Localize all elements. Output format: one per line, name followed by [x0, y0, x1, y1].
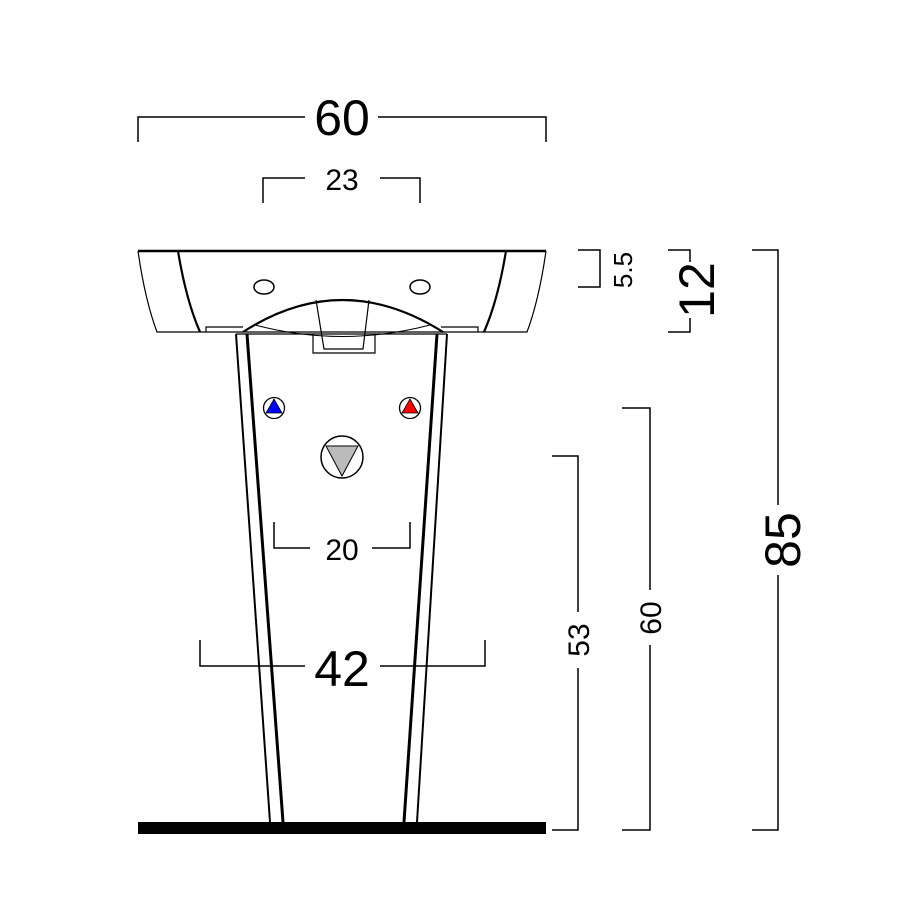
label-rim-height: 5.5	[608, 252, 638, 288]
dimension-lines	[137, 116, 779, 831]
label-overall-width: 60	[314, 90, 370, 146]
label-drain-height: 53	[563, 623, 596, 656]
tap-hole-left	[253, 279, 275, 295]
label-tap-spacing: 23	[325, 164, 358, 197]
dim-line-overall-width	[137, 116, 547, 142]
dim-line-basin-height	[668, 249, 691, 333]
basin	[137, 249, 547, 354]
dim-line-tap-spacing	[262, 177, 421, 203]
dim-line-rim-height	[578, 249, 601, 288]
pedestal	[235, 333, 448, 823]
dim-line-supply-height	[622, 407, 651, 831]
dim-line-drain-height	[552, 455, 579, 831]
tap-hole-right	[409, 279, 431, 295]
label-supply-height: 60	[635, 601, 668, 634]
label-total-height: 85	[755, 512, 811, 568]
dim-line-total-height	[752, 249, 779, 831]
floor-line	[138, 822, 546, 834]
label-basin-height: 12	[669, 262, 725, 318]
label-supply-spacing: 20	[325, 534, 358, 567]
hot-water-inlet-icon	[398, 396, 422, 420]
drain-outlet-icon	[320, 435, 364, 479]
label-base-width: 42	[314, 641, 370, 697]
dim-line-supply-spacing	[273, 522, 411, 549]
cold-water-inlet-icon	[262, 396, 286, 420]
